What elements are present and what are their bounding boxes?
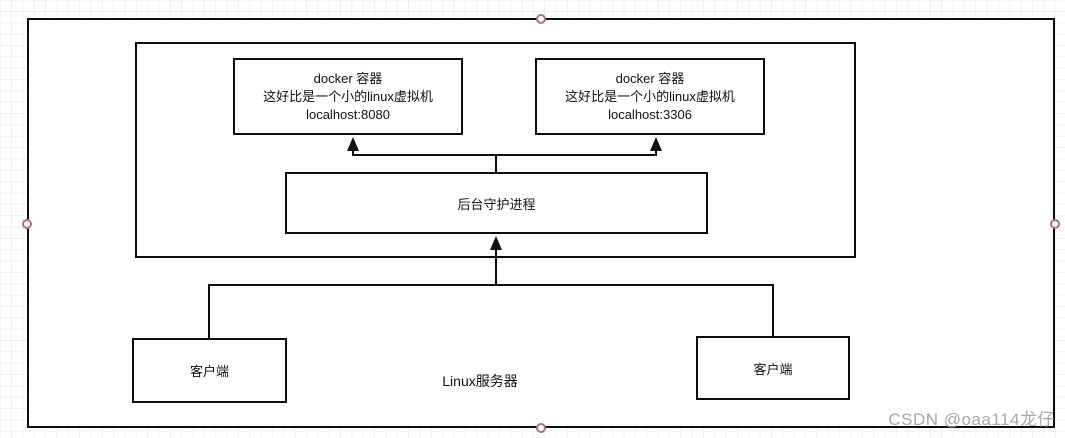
connection-point-handle-top[interactable] — [536, 14, 546, 24]
container-desc: 这好比是一个小的linux虚拟机 — [263, 88, 433, 104]
client-box-left[interactable]: 客户端 — [132, 338, 287, 403]
connector-clients-to-daemon — [495, 248, 497, 286]
arrowhead-up-icon — [347, 137, 359, 151]
client-box-right[interactable]: 客户端 — [696, 336, 850, 400]
container-address: localhost:8080 — [306, 106, 390, 122]
connection-point-handle-bottom[interactable] — [536, 423, 546, 433]
container-title: docker 容器 — [313, 70, 383, 86]
connector-daemon-to-containers — [352, 154, 657, 156]
docker-container-box-3306[interactable]: docker 容器 这好比是一个小的linux虚拟机 localhost:330… — [535, 58, 765, 135]
connector-daemon-to-containers — [352, 149, 354, 156]
connector-daemon-to-containers — [495, 154, 497, 172]
container-address: localhost:3306 — [608, 106, 692, 122]
connector-clients-to-daemon — [208, 284, 210, 339]
daemon-box[interactable]: 后台守护进程 — [285, 172, 708, 234]
client-label: 客户端 — [189, 364, 229, 379]
arrowhead-up-icon — [490, 236, 502, 250]
container-desc: 这好比是一个小的linux虚拟机 — [565, 88, 735, 104]
connection-point-handle-left[interactable] — [22, 219, 32, 229]
watermark-text: CSDN @oaa114龙仔 — [888, 410, 1055, 429]
arrowhead-up-icon — [650, 137, 662, 151]
client-label: 客户端 — [753, 361, 793, 377]
daemon-label: 后台守护进程 — [457, 196, 536, 212]
connector-clients-to-daemon — [772, 284, 774, 337]
docker-container-box-8080[interactable]: docker 容器 这好比是一个小的linux虚拟机 localhost:808… — [233, 58, 463, 135]
connector-clients-to-daemon — [208, 284, 774, 286]
container-title: docker 容器 — [615, 70, 685, 86]
connection-point-handle-right[interactable] — [1050, 219, 1060, 229]
connector-daemon-to-containers — [655, 149, 657, 156]
server-label: Linux服务器 — [442, 373, 518, 389]
